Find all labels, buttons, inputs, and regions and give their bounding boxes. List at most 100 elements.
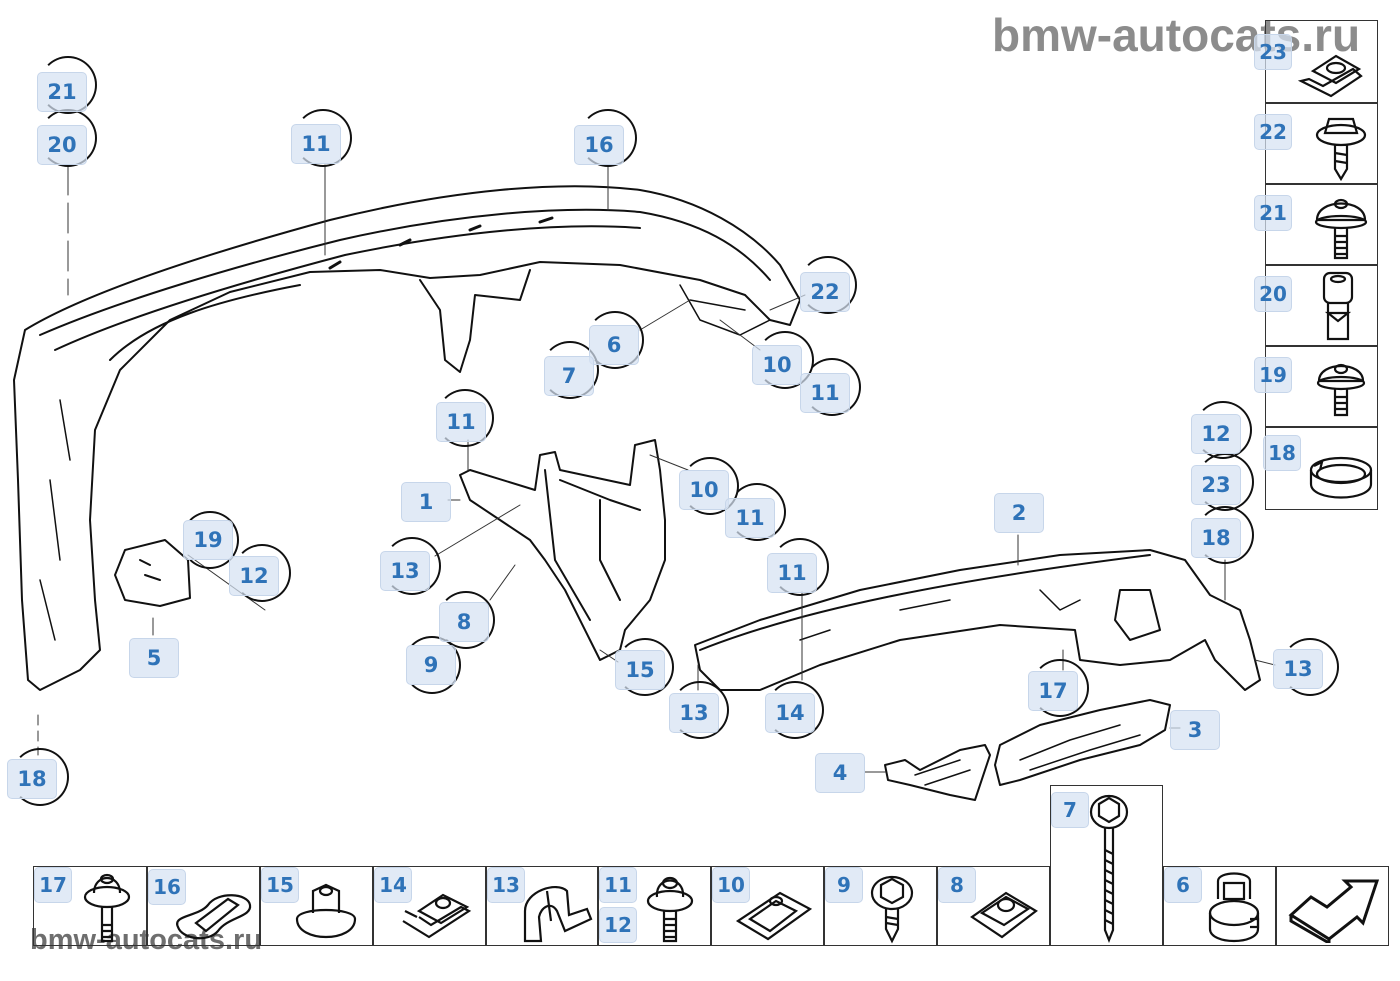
beam-2 [694,549,1261,691]
expanding-nut-icon [735,891,813,941]
legend-cell-9[interactable]: 9 [824,866,937,946]
carrier-1 [459,439,666,661]
callout-ring [756,331,814,389]
legend-cell-19[interactable]: 19 [1254,346,1378,427]
callout-14[interactable]: 14 [765,693,815,733]
grommet-icon [176,894,252,940]
bracket-clip-icon [523,886,593,943]
legend-cell-14[interactable]: 14 [373,866,486,946]
callout-9[interactable]: 9 [406,645,456,685]
legend-label: 6 [1164,867,1202,903]
legend-cell-7[interactable]: 7 [1050,785,1163,946]
callout-5[interactable]: 5 [129,638,179,678]
callout-ring [383,537,441,595]
callout-22[interactable]: 22 [800,272,850,312]
legend-cell-8[interactable]: 8 [937,866,1050,946]
legend-label: 15 [261,867,299,903]
torx-screw-icon [1316,363,1366,417]
callout-ring [403,636,461,694]
legend-cell-18[interactable]: 18 [1263,427,1378,510]
sleeve-bolt-icon [1322,271,1354,341]
hex-screw-icon [1315,117,1367,181]
callout-21[interactable]: 21 [37,72,87,112]
callout-10[interactable]: 10 [752,345,802,385]
legend-cell-6[interactable]: 6 [1163,866,1276,946]
legend-label: 10 [712,867,750,903]
legend-label: 8 [938,867,976,903]
callout-16[interactable]: 16 [574,125,624,165]
long-screw-icon [1089,794,1129,943]
legend-label: 22 [1254,114,1292,150]
legend-label: 11 [599,867,637,903]
callout-1[interactable]: 1 [401,482,451,522]
callout-10[interactable]: 10 [679,470,729,510]
part-3 [994,699,1171,786]
legend-label: 17 [34,867,72,903]
callout-ring [11,748,69,806]
callout-3[interactable]: 3 [1170,710,1220,750]
legend-cell-13[interactable]: 13 [486,866,598,946]
legend-cell-21[interactable]: 21 [1254,184,1378,265]
watermark-top: bmw-autocats.ru [992,9,1361,61]
callout-4[interactable]: 4 [815,753,865,793]
legend-cell-22[interactable]: 22 [1254,103,1378,184]
callout-23[interactable]: 23 [1191,465,1241,505]
callout-ring [437,591,495,649]
callout-15[interactable]: 15 [615,650,665,690]
callout-7[interactable]: 7 [544,356,594,396]
legend-cell-23[interactable]: 23 [1254,20,1378,103]
next-arrow-icon[interactable] [1283,871,1383,943]
callout-13[interactable]: 13 [1273,649,1323,689]
callout-ring [541,341,599,399]
legend-label: 21 [1254,195,1292,231]
part-4 [884,744,991,801]
callout-11[interactable]: 11 [725,498,775,538]
legend-label: 13 [487,867,525,903]
legend-cell-10[interactable]: 10 [711,866,824,946]
callout-ring [579,109,637,167]
legend-cell-20[interactable]: 20 [1254,265,1378,346]
callout-20[interactable]: 20 [37,125,87,165]
legend-label: 18 [1263,435,1301,471]
callout-19[interactable]: 19 [183,520,233,560]
collar-screw-icon [646,876,694,943]
legend-cell-17[interactable]: 17 [33,866,147,946]
callout-17[interactable]: 17 [1028,671,1078,711]
callout-13[interactable]: 13 [380,551,430,591]
callout-ring [1196,506,1254,564]
callout-ring [181,511,239,569]
legend-label: 14 [374,867,412,903]
bracket-5 [114,539,191,607]
spring-clip-nut-icon [970,891,1038,939]
callout-13[interactable]: 13 [669,693,719,733]
legend-label: 20 [1254,276,1292,312]
callout-8[interactable]: 8 [439,602,489,642]
callout-6[interactable]: 6 [589,325,639,365]
callout-12[interactable]: 12 [1191,414,1241,454]
callout-11[interactable]: 11 [800,373,850,413]
legend-cell-11-12[interactable]: 11 12 [598,866,711,946]
callout-18[interactable]: 18 [1191,518,1241,558]
pan-screw-icon [1314,198,1368,260]
bumper-shell [13,185,801,691]
legend-label-2: 12 [599,907,637,943]
callout-ring [681,457,739,515]
legend-cell-16[interactable]: 16 [147,866,260,946]
callout-ring [1281,638,1339,696]
legend-cell-15[interactable]: 15 [260,866,373,946]
spring-nut-icon [1297,54,1363,98]
callout-12[interactable]: 12 [229,556,279,596]
legend-label: 19 [1254,357,1292,393]
callout-ring [671,681,729,739]
callout-18[interactable]: 18 [7,759,57,799]
next-page-cell[interactable] [1276,866,1389,946]
collar-bolt-icon [83,873,131,943]
callout-11[interactable]: 11 [436,402,486,442]
cap-nut-icon [1208,872,1260,942]
legend-label: 16 [148,869,186,905]
callout-11[interactable]: 11 [767,553,817,593]
callout-ring [728,483,786,541]
callout-11[interactable]: 11 [291,124,341,164]
callout-2[interactable]: 2 [994,493,1044,533]
